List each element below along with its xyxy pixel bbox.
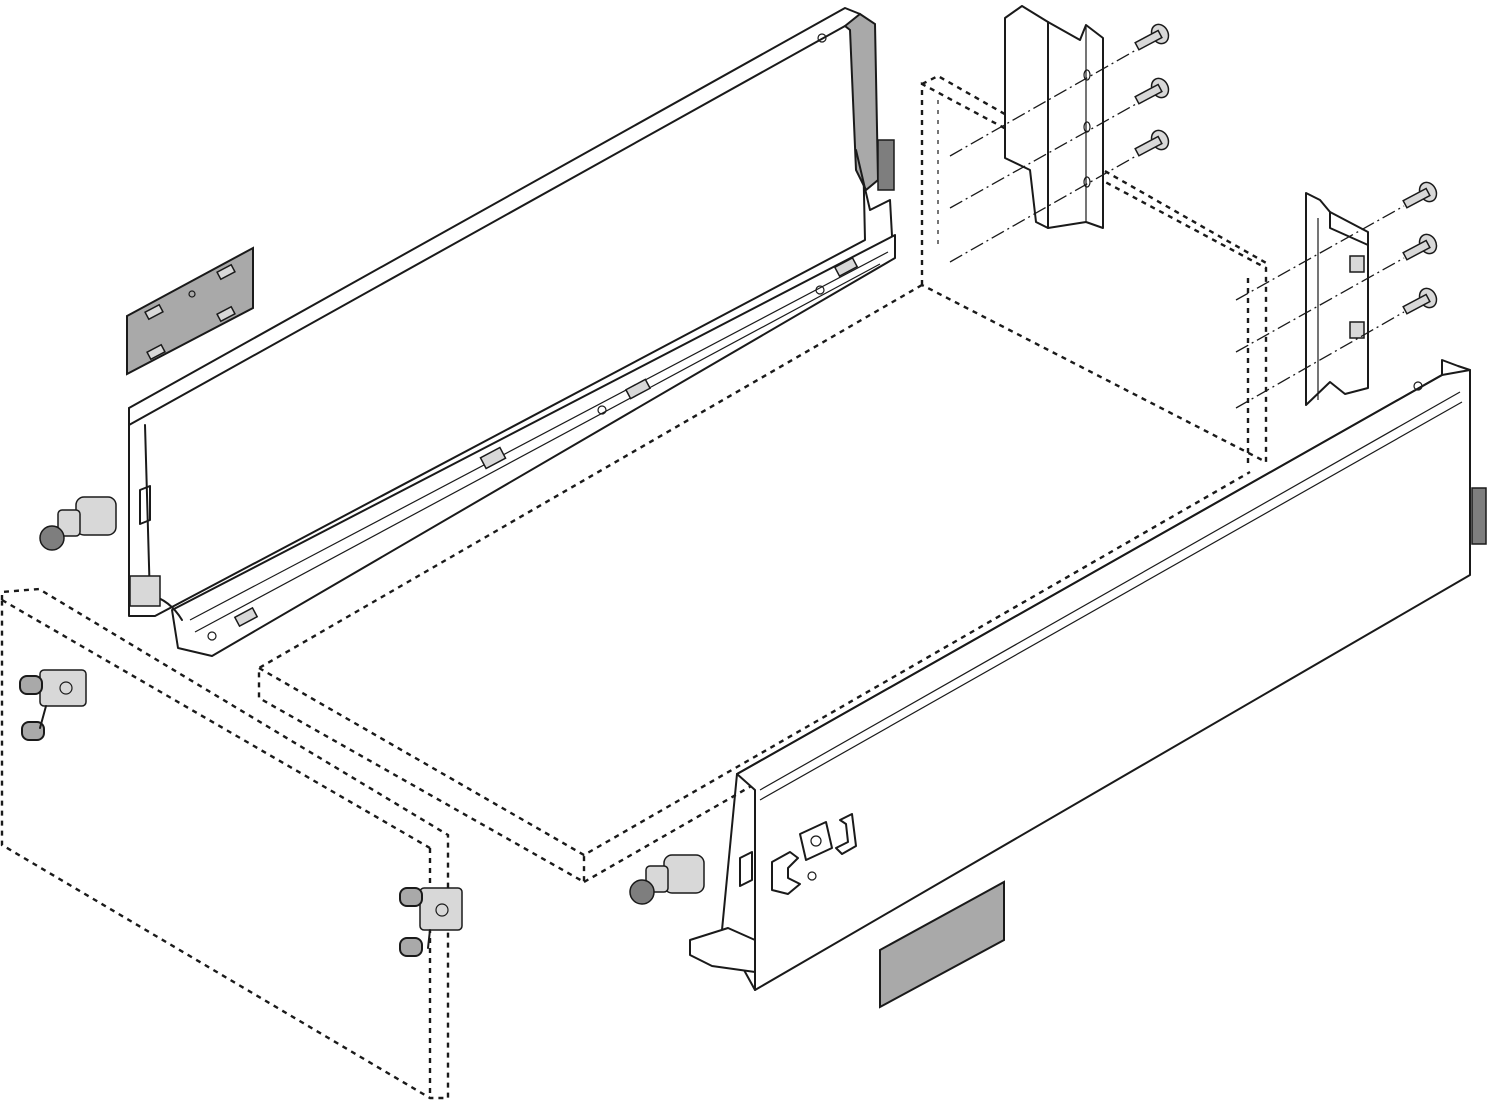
front-fixing-bracket-lower	[399, 887, 463, 957]
screw	[1402, 287, 1438, 315]
front-fixing-bracket-upper	[19, 669, 87, 741]
assembly-axis-lines	[949, 49, 1405, 409]
drawer-back-panel	[920, 74, 1269, 468]
right-drawer-side	[689, 359, 1487, 991]
cover-cap-right	[879, 880, 1005, 1009]
screw	[1402, 233, 1438, 261]
drawer-front-panel	[0, 587, 463, 1100]
screw	[1134, 23, 1170, 51]
screw	[1134, 77, 1170, 105]
screw	[1134, 129, 1170, 157]
left-drawer-side	[128, 7, 896, 657]
adjustment-dowel-right	[629, 854, 705, 905]
left-back-bracket	[1004, 5, 1104, 229]
screw	[1402, 181, 1438, 209]
cover-cap-left	[126, 246, 254, 376]
right-back-bracket	[1305, 192, 1369, 406]
adjustment-dowel-left	[39, 496, 117, 551]
screws	[1134, 23, 1438, 315]
